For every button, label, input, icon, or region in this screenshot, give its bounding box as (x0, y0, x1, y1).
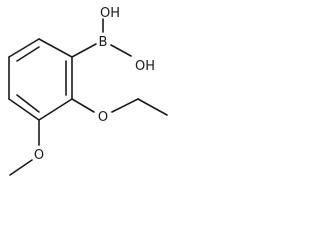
ring-bond-top-left (8, 38, 40, 58)
ring-double-bond-bottom (16, 94, 40, 113)
bond-boron-oh-right (110, 44, 132, 57)
bond-ethoxy-o-ch2 (111, 98, 139, 113)
ring-bond-top-right (38, 38, 73, 58)
ring-double-bond-top (16, 46, 40, 62)
bond-ring-ethoxy-oxygen (71, 98, 95, 113)
ring-bond-bottom-left (8, 98, 40, 121)
chemical-structure: B OH OH O O (8, 6, 168, 176)
bond-methoxy-o-ch3 (9, 159, 33, 176)
methoxy-oxygen-label: O (34, 148, 44, 163)
bond-ring-boron (71, 43, 97, 58)
ring-bond-bottom-right (38, 98, 73, 121)
hydroxyl-top-label: OH (100, 6, 120, 21)
bond-ethoxy-ch2-ch3 (137, 98, 168, 116)
boron-atom-label: B (99, 35, 108, 50)
hydroxyl-right-label: OH (135, 59, 155, 74)
ethoxy-oxygen-label: O (98, 110, 108, 125)
